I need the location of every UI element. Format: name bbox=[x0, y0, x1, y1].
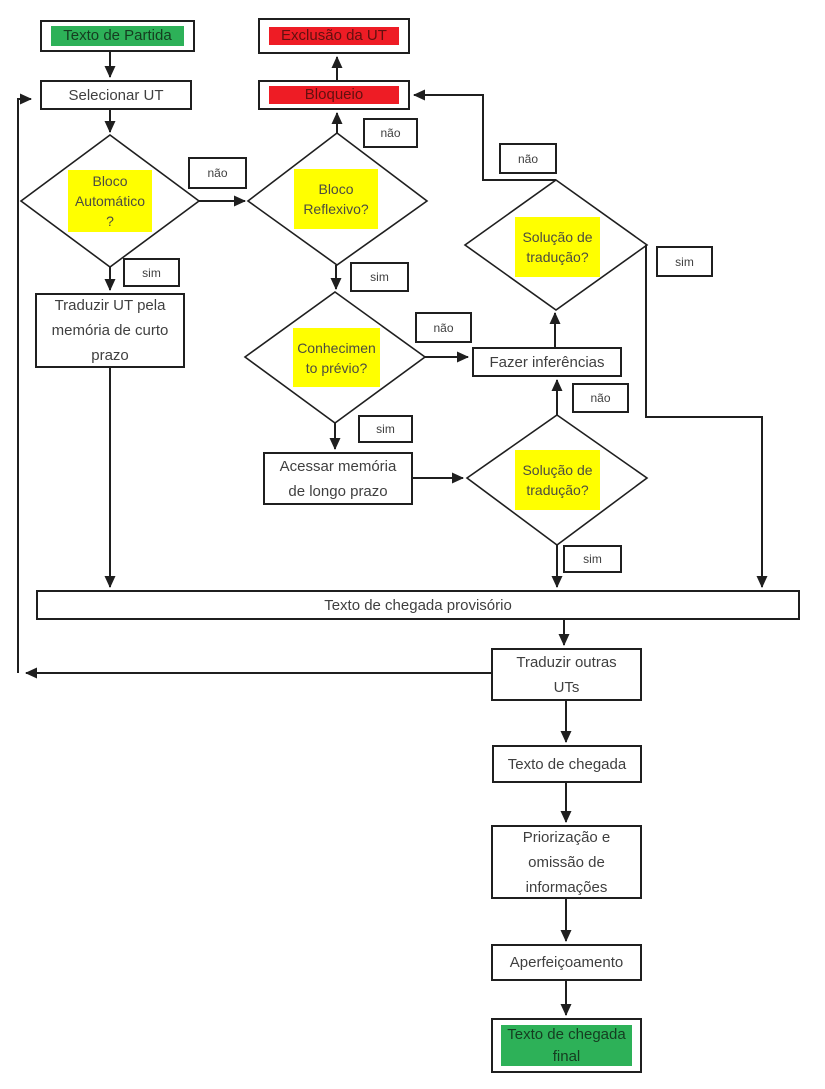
node-bloqueio: Bloqueio bbox=[258, 80, 410, 110]
edge-label-solucao-sup-nao: não bbox=[499, 143, 557, 174]
decision-bloco-reflexivo: Bloco Reflexivo? bbox=[294, 169, 378, 229]
node-fazer-inferencias: Fazer inferências bbox=[472, 347, 622, 377]
node-texto-chegada-provisorio: Texto de chegada provisório bbox=[36, 590, 800, 620]
node-acessar-memoria-longo-prazo: Acessar memória de longo prazo bbox=[263, 452, 413, 505]
edge-label-solucao-sup-sim: sim bbox=[656, 246, 713, 277]
edge-label-solucao-inf-sim: sim bbox=[563, 545, 622, 573]
node-aperfeicoamento: Aperfeiçoamento bbox=[491, 944, 642, 981]
edge-label-bloco-reflexivo-nao: não bbox=[363, 118, 418, 148]
decision-bloco-automatico: Bloco Automático ? bbox=[68, 170, 152, 232]
edge-label-bloco-automatico-nao: não bbox=[188, 157, 247, 189]
node-traduzir-ut-memoria-curto-prazo: Traduzir UT pela memória de curto prazo bbox=[35, 293, 185, 368]
edge-label-conhecimento-nao: não bbox=[415, 312, 472, 343]
arrow-solucao-sup-nao-bloqueio bbox=[413, 89, 556, 181]
arrow-loop-up-selecionar bbox=[17, 93, 32, 673]
arrow-solucao-sup-sim-bar bbox=[645, 245, 768, 588]
node-texto-de-chegada: Texto de chegada bbox=[492, 745, 642, 783]
node-traduzir-outras-uts: Traduzir outras UTs bbox=[491, 648, 642, 701]
decision-solucao-traducao-sup: Solução de tradução? bbox=[515, 217, 600, 277]
node-priorizacao-omissao: Priorização e omissão de informações bbox=[491, 825, 642, 899]
edge-label-conhecimento-sim: sim bbox=[358, 415, 413, 443]
node-texto-de-partida: Texto de Partida bbox=[40, 20, 195, 52]
edge-label-bloco-automatico-sim: sim bbox=[123, 258, 180, 287]
edge-label-solucao-inf-nao: não bbox=[572, 383, 629, 413]
edge-label-bloco-reflexivo-sim: sim bbox=[350, 262, 409, 292]
node-selecionar-ut: Selecionar UT bbox=[40, 80, 192, 110]
node-exclusao-da-ut: Exclusão da UT bbox=[258, 18, 410, 54]
decision-solucao-traducao-inf: Solução de tradução? bbox=[515, 450, 600, 510]
node-texto-chegada-final: Texto de chegada final bbox=[491, 1018, 642, 1073]
decision-conhecimento-previo: Conhecimen to prévio? bbox=[293, 328, 380, 387]
